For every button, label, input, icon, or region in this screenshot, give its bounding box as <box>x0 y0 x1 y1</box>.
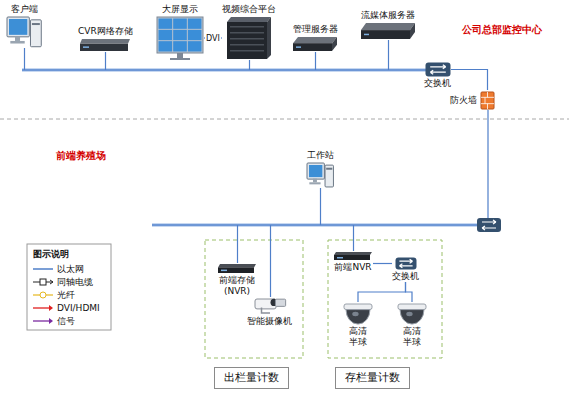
ethernet-bus <box>152 224 478 227</box>
ethernet-bus-core <box>152 225 478 226</box>
device-label: 管理服务器 <box>293 24 338 35</box>
device-label: 防火墙 <box>450 95 477 106</box>
ethernet-bus-core <box>22 70 430 71</box>
device-label: 智能摄像机 <box>247 316 292 327</box>
region-divider <box>0 119 569 120</box>
device-label: 工作站 <box>307 150 334 161</box>
region-title: 公司总部监控中心 <box>462 24 542 36</box>
legend-sample <box>33 268 53 270</box>
device-label: 视频综合平台 <box>222 4 276 15</box>
cvr-icon <box>79 38 131 52</box>
connector <box>373 263 392 264</box>
device-label: CVR网络存储 <box>78 26 133 37</box>
connector <box>406 282 413 302</box>
bus-drop <box>353 225 354 251</box>
caption-box: 存栏量计数 <box>335 367 410 389</box>
device-node: 智能摄像机 <box>247 296 292 327</box>
caption-box: 出栏量计数 <box>214 367 289 389</box>
device-node: 防火墙 <box>450 90 495 111</box>
region-title: 前端养殖场 <box>56 150 106 162</box>
device-label: 交换机 <box>424 78 451 89</box>
device-label: 高清 半球 <box>347 326 369 348</box>
legend-sample <box>33 279 53 285</box>
device-label: 出栏量计数 <box>224 371 279 385</box>
legend-sample <box>33 318 53 324</box>
device-node: 高清 半球 <box>396 302 428 348</box>
device-node: 前端存储 (NVR) <box>212 262 262 297</box>
connector <box>451 70 488 91</box>
bus-drop <box>315 52 316 70</box>
legend-sample <box>33 305 53 311</box>
edge-label: DVI <box>205 34 221 43</box>
group-region <box>205 240 303 358</box>
nvr-icon <box>333 251 373 261</box>
group-region <box>328 240 442 358</box>
device-node: 交换机 <box>392 256 419 282</box>
device-label: 交换机 <box>392 271 419 282</box>
connector <box>358 282 406 302</box>
legend-text: 信号 <box>57 315 75 327</box>
device-label: 大屏显示 <box>162 4 198 15</box>
bus-drop <box>105 52 106 70</box>
device-node: 管理服务器 <box>292 24 338 53</box>
bus-drop <box>388 40 389 70</box>
device-node: 交换机 <box>424 61 451 89</box>
legend-text: 光纤 <box>57 289 75 301</box>
device-node: 大屏显示 <box>156 4 204 61</box>
switch-icon <box>395 257 417 270</box>
device-node: 高清 半球 <box>342 302 374 348</box>
pc-icon <box>6 16 42 48</box>
device-node: 前端NVR <box>333 250 373 273</box>
server-icon <box>292 36 338 52</box>
device-label: 存栏量计数 <box>345 371 400 385</box>
legend-text: 以太网 <box>57 263 84 275</box>
legend-text: DVI/HDMI <box>57 302 100 314</box>
dome-icon <box>342 303 374 325</box>
bus-drop <box>249 60 250 70</box>
bus-drop <box>237 225 238 263</box>
bus-drop <box>24 48 25 70</box>
device-label: 高清 半球 <box>401 326 423 348</box>
legend-sample <box>33 292 53 298</box>
camera-icon <box>253 297 287 315</box>
device-node: 工作站 <box>306 150 334 189</box>
device-node: 客户端 <box>6 4 42 49</box>
switch-icon <box>477 218 501 232</box>
legend-heading: 图示说明 <box>33 248 69 260</box>
platform-icon <box>226 16 272 60</box>
nvr-icon <box>217 263 257 274</box>
dome-icon <box>396 303 428 325</box>
server-icon <box>360 22 416 40</box>
device-label: 客户端 <box>11 4 38 15</box>
device-label: 流媒体服务器 <box>361 10 415 21</box>
pc-icon <box>306 162 334 188</box>
fw-icon <box>480 91 495 110</box>
device-label: 前端NVR <box>334 262 371 273</box>
wall-icon <box>156 16 204 60</box>
bus-drop <box>270 225 271 297</box>
device-node: CVR网络存储 <box>78 26 133 53</box>
switch-icon <box>425 62 451 77</box>
bus-drop <box>320 188 321 225</box>
device-label: 前端存储 (NVR) <box>212 275 262 297</box>
device-node: 视频综合平台 <box>222 4 276 61</box>
legend-text: 同轴电缆 <box>57 276 93 288</box>
legend-box <box>27 244 111 330</box>
ethernet-bus <box>22 69 430 72</box>
device-node: 流媒体服务器 <box>360 10 416 41</box>
uplink-line <box>487 110 488 219</box>
